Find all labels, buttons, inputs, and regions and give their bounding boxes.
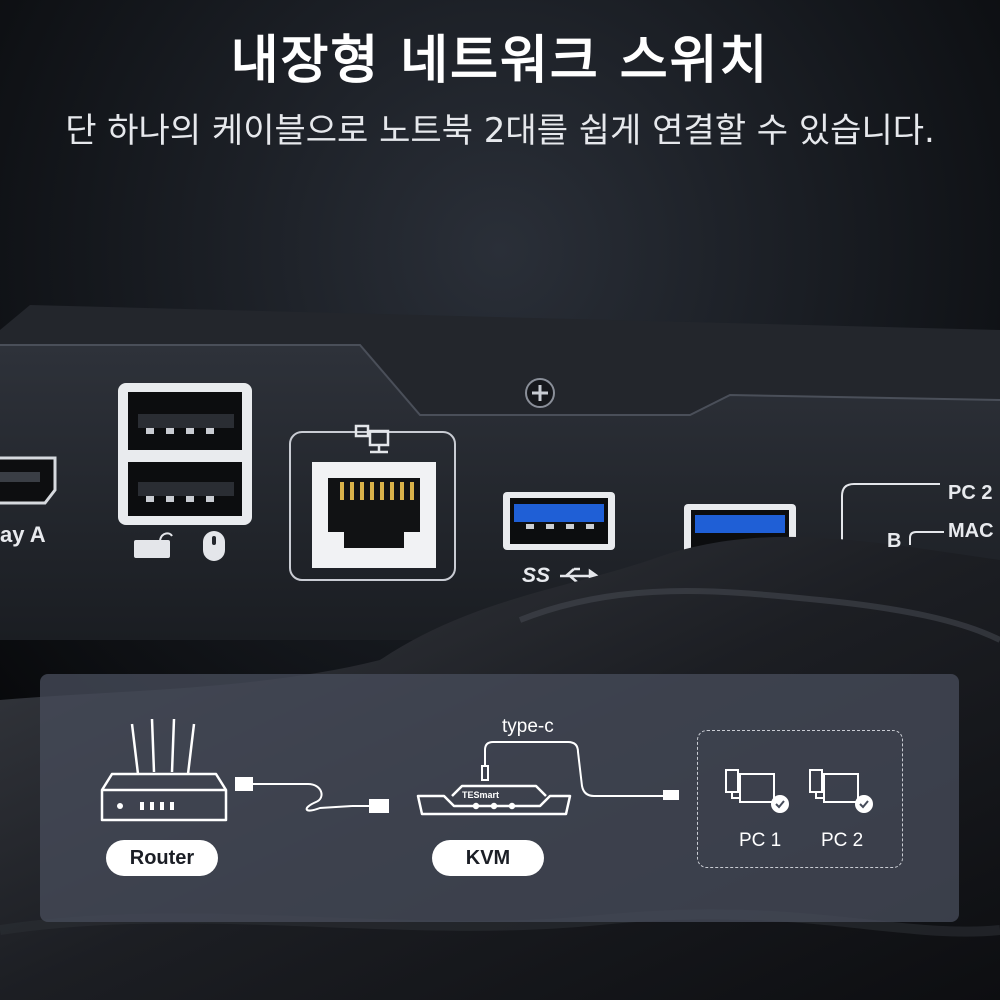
type-c-cable-icon (481, 741, 679, 800)
usb3-port-1 (503, 492, 615, 550)
pc1-label: PC 1 (739, 830, 782, 851)
kvm-label: KVM (432, 840, 544, 876)
usb-a-ports (118, 383, 252, 525)
pc-group-box (697, 730, 903, 868)
cable-label: type-c (502, 716, 554, 737)
page-title: 내장형 네트워크 스위치 (230, 31, 770, 91)
hdmi-port (0, 456, 57, 505)
ethernet-cable-icon (235, 777, 389, 813)
keyboard-icon (134, 532, 173, 558)
pc2-label: PC 2 (821, 830, 864, 851)
connection-diagram: TESmart Router KVM type-c PC 1 PC 2 (40, 674, 959, 922)
headline: 내장형 네트워크 스위치 단 하나의 케이블으로 노트북 2대를 쉽게 연결할 … (0, 18, 1000, 152)
group-label: B (887, 530, 902, 552)
pc-label-top: PC 2 (948, 482, 993, 504)
router-label: Router (106, 840, 218, 876)
pc-label-mac: MAC (948, 520, 994, 542)
mouse-icon (203, 531, 225, 561)
screw-icon (525, 378, 555, 408)
pc1-icon (725, 769, 789, 813)
router-icon (100, 718, 228, 822)
page-subtitle: 단 하나의 케이블으로 노트북 2대를 쉽게 연결할 수 있습니다. (65, 111, 935, 151)
kvm-brand: TESmart (462, 790, 499, 800)
kvm-icon (416, 784, 572, 816)
diagram-drawing: TESmart (100, 718, 873, 822)
pc2-icon (809, 769, 873, 813)
lan-port (289, 424, 456, 581)
usb-ss-label: SS (522, 564, 551, 587)
display-port-label: ay A (0, 522, 46, 547)
network-icon (354, 424, 390, 454)
